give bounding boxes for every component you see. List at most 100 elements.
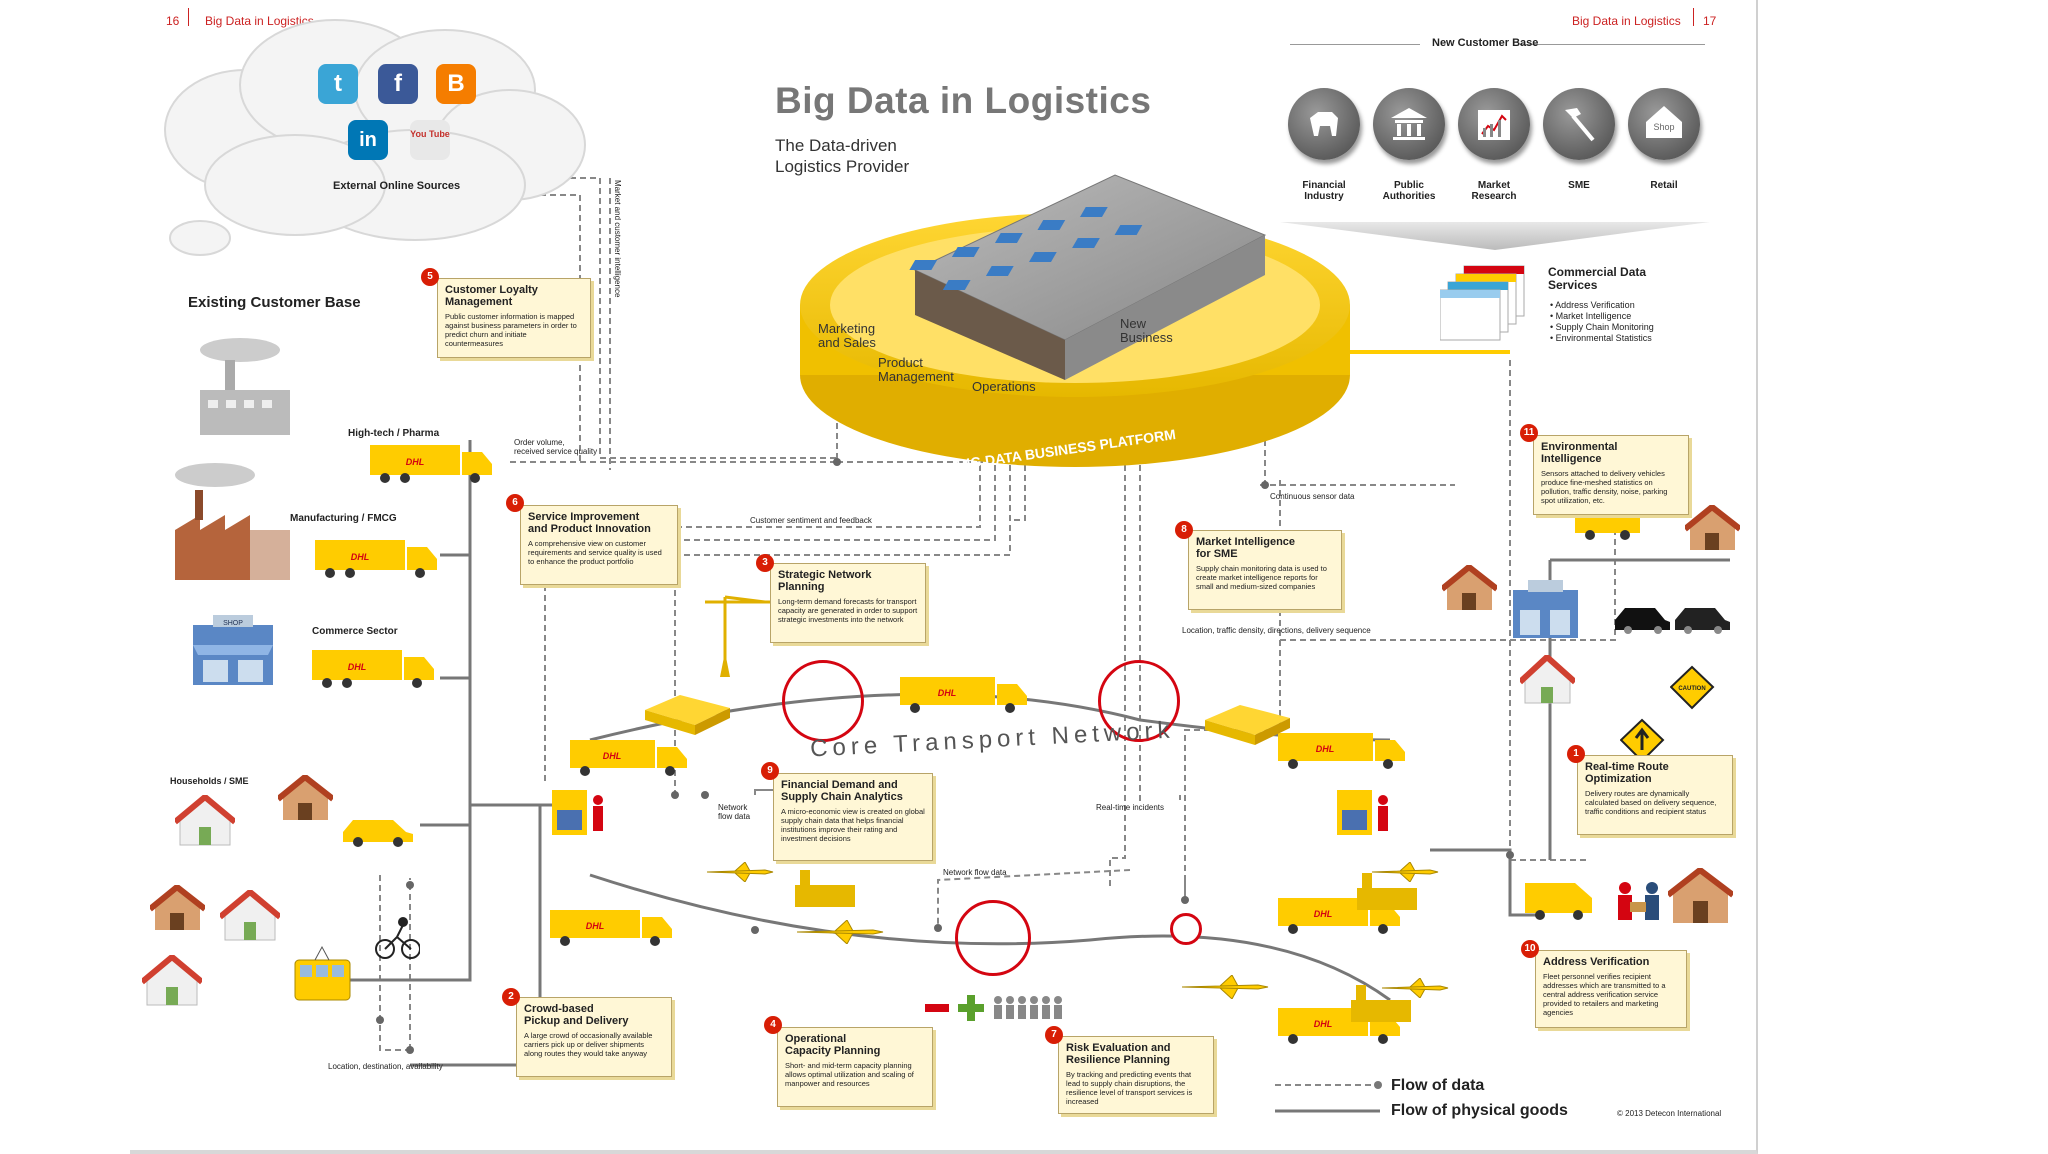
cloud-shape <box>164 19 586 256</box>
svg-text:DHL: DHL <box>351 552 370 562</box>
subtitle-line2: Logistics Provider <box>775 157 910 176</box>
commerce-label: Commerce Sector <box>312 626 398 637</box>
customer-sentiment-label: Customer sentiment and feedback <box>750 516 872 525</box>
truck-commerce-icon: DHL <box>312 650 434 688</box>
svg-text:DHL: DHL <box>938 688 957 698</box>
badge-4: 4 <box>764 1016 782 1034</box>
minus-icon <box>925 1004 949 1012</box>
badge-3: 3 <box>756 554 774 572</box>
airplane-icon-2 <box>796 920 884 944</box>
operations-label: Operations <box>972 379 1036 394</box>
truck-core-4: DHL <box>550 910 672 946</box>
market-research-icon <box>1458 88 1530 160</box>
retail-shop-icon: Shop <box>1628 88 1700 160</box>
page-title: Big Data in Logistics <box>775 80 1152 121</box>
header-divider-left <box>188 8 189 26</box>
badge-5: 5 <box>421 268 439 286</box>
bicycle-courier-icon <box>375 917 420 959</box>
airport-icon-3 <box>1351 985 1411 1022</box>
legend-data-flow: Flow of data <box>1391 1077 1485 1094</box>
network-flow-label-2: Network flow data <box>943 868 1007 877</box>
badge-1: 1 <box>1567 745 1585 763</box>
house-icon-right-3 <box>1520 655 1575 704</box>
truck-hightech-icon: DHL <box>370 445 492 483</box>
house-icon-right-4 <box>1668 868 1733 923</box>
market-customer-intel-label: Market and customer intelligence <box>613 180 622 298</box>
bullet-address: • Address Verification <box>1550 300 1635 310</box>
big-data-platform: BIG DATA BUSINESS PLATFORM <box>800 174 1350 473</box>
truck-core-5: DHL <box>1278 898 1400 934</box>
external-sources-label: External Online Sources <box>333 180 461 192</box>
factory-manufacturing-icon <box>175 463 290 580</box>
airport-icon-2 <box>1357 873 1417 910</box>
badge-8: 8 <box>1175 521 1193 539</box>
location-traffic-label: Location, traffic density, directions, d… <box>1182 626 1371 635</box>
left-running-title: Big Data in Logistics <box>205 14 314 28</box>
right-page-number: 17 <box>1703 14 1717 28</box>
linkedin-icon: in <box>348 120 388 160</box>
households-label: Households / SME <box>170 776 249 786</box>
copyright: © 2013 Detecon International <box>1617 1109 1722 1118</box>
hightech-label: High-tech / Pharma <box>348 428 440 439</box>
detour-sign-icon <box>1620 718 1665 763</box>
commercial-connector <box>1330 350 1510 354</box>
airplane-icon-1 <box>706 862 774 882</box>
order-volume-label: Order volume,received service quality <box>514 438 598 456</box>
courier-handover-icon <box>1618 882 1659 920</box>
funnel-shape <box>1280 222 1710 250</box>
ncb-rule-right <box>1520 44 1705 45</box>
house-icon-1 <box>175 795 235 846</box>
svg-text:DHL: DHL <box>1314 909 1333 919</box>
commercial-bullets: • Address Verification • Market Intellig… <box>1550 300 1654 344</box>
legend-lines <box>1275 1081 1382 1113</box>
infographic-page: 16 Big Data in Logistics Big Data in Log… <box>130 0 1758 1154</box>
crane-icon <box>705 595 770 677</box>
plus-icon <box>958 995 984 1021</box>
svg-text:DHL: DHL <box>348 662 367 672</box>
location-destination-label: Location, destination, availability <box>328 1062 443 1071</box>
badge-7: 7 <box>1045 1026 1063 1044</box>
svg-text:Shop: Shop <box>1653 122 1674 132</box>
house-icon-right-1 <box>1685 505 1740 550</box>
no-entry-icon <box>1170 913 1202 945</box>
svg-text:CAUTION: CAUTION <box>1678 686 1705 692</box>
container-1 <box>645 695 730 735</box>
truck-core-1: DHL <box>570 740 687 776</box>
ncb-label-retail: Retail <box>1650 180 1678 191</box>
realtime-incidents-label: Real-time incidents <box>1096 803 1165 812</box>
header-divider-right <box>1693 8 1694 26</box>
badge-2: 2 <box>502 988 520 1006</box>
airplane-icon-5 <box>1381 978 1449 998</box>
caution-sign-icon: CAUTION <box>1670 665 1715 710</box>
facebook-icon: f <box>378 64 418 104</box>
svg-text:SHOP: SHOP <box>223 620 243 627</box>
blogger-icon: B <box>436 64 476 104</box>
badge-11: 11 <box>1520 424 1538 442</box>
manufacturing-label: Manufacturing / FMCG <box>290 513 397 524</box>
truck-core-3: DHL <box>1278 733 1405 769</box>
ncb-rule-left <box>1290 44 1420 45</box>
workforce-icon <box>994 996 1062 1019</box>
highlight-circle-1 <box>782 660 864 742</box>
svg-text:DHL: DHL <box>603 751 622 761</box>
twitter-icon: t <box>318 64 358 104</box>
svg-text:DHL: DHL <box>1314 1019 1333 1029</box>
shop-icon-right <box>1513 580 1578 638</box>
car-accident-icon <box>1615 608 1730 634</box>
svg-text:DHL: DHL <box>406 457 425 467</box>
commercial-docs-icon <box>1440 265 1525 341</box>
